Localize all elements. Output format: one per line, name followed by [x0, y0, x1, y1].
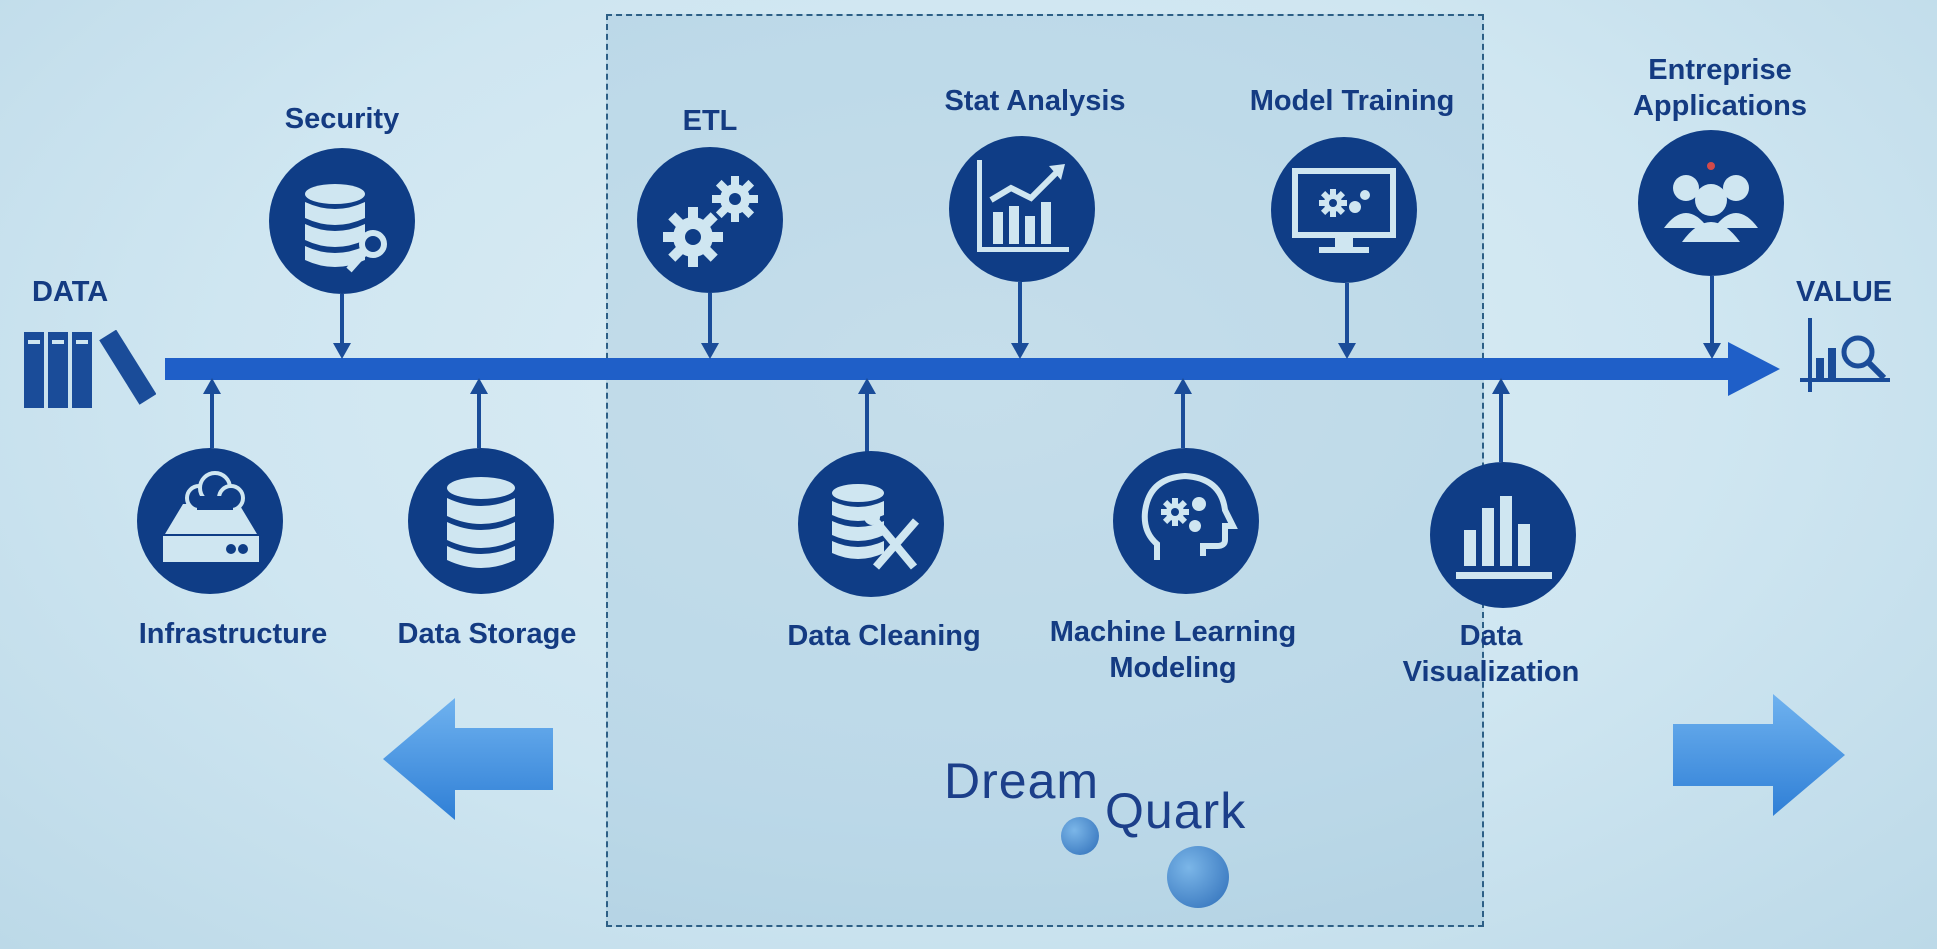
books-icon — [24, 330, 156, 408]
node-label-line: Security — [284, 103, 400, 135]
start-label: DATA — [32, 276, 109, 308]
next-arrow-button[interactable] — [1673, 694, 1845, 816]
node-label-line: ETL — [682, 105, 738, 137]
timeline-bar — [165, 358, 1735, 380]
bar-chart-icon — [1430, 462, 1576, 608]
users-group-icon — [1638, 130, 1784, 276]
node-label-line: Modeling — [1109, 652, 1237, 684]
node-label-line: Applications — [1632, 90, 1808, 122]
previous-arrow-button[interactable] — [383, 698, 555, 820]
node-label-line: Entreprise — [1648, 54, 1792, 86]
cloud-server-icon — [137, 448, 283, 594]
monitor-gears-icon — [1271, 137, 1417, 283]
gears-icon — [637, 147, 783, 293]
node-label-line: Visualization — [1402, 656, 1580, 688]
end-label: VALUE — [1796, 276, 1893, 308]
node-label-line: Stat Analysis — [944, 85, 1126, 117]
node-label-line: Model Training — [1249, 85, 1455, 117]
node-label-line: Machine Learning — [1049, 616, 1297, 648]
database-icon — [408, 448, 554, 594]
node-label-line: Infrastructure — [138, 618, 328, 650]
chart-trend-icon — [949, 136, 1095, 282]
timeline-arrowhead — [1728, 342, 1780, 396]
node-label-line: Data Cleaning — [787, 620, 981, 652]
node-label-line: Data Storage — [397, 618, 577, 650]
database-key-icon — [269, 148, 415, 294]
logo-dot-small — [1061, 817, 1099, 855]
logo-dot-large — [1167, 846, 1229, 908]
head-gears-icon — [1113, 448, 1259, 594]
brand-word-1: Dream — [944, 753, 1100, 809]
brand-word-2: Quark — [1105, 783, 1247, 839]
value-chart-icon — [1800, 318, 1890, 392]
node-label-line: Data — [1459, 620, 1523, 652]
database-tools-icon — [798, 451, 944, 597]
dreamquark-logo: DreamQuark — [944, 752, 1246, 839]
